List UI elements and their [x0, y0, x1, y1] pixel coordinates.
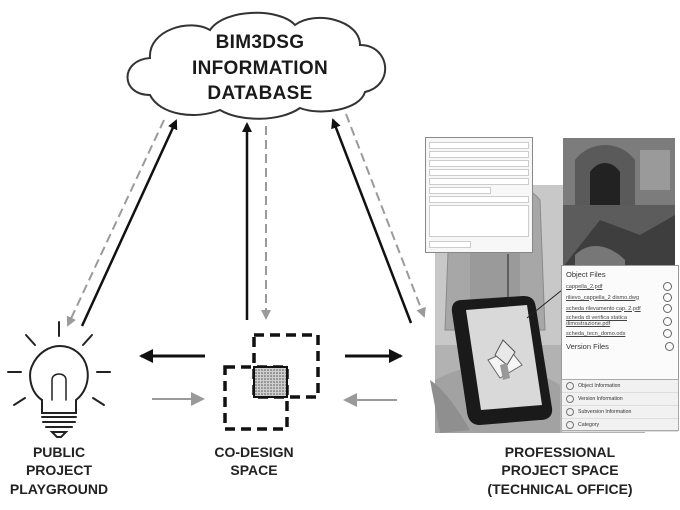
codesign-squares-icon	[223, 333, 320, 431]
cloud-line-1: BIM3DSG	[215, 32, 305, 53]
label-line: PROFESSIONAL	[504, 444, 616, 460]
version-files-title: Version Files	[566, 342, 674, 351]
cloud-shape	[126, 11, 387, 120]
object-files-title: Object Files	[566, 270, 606, 279]
tablet-device	[430, 296, 553, 433]
accordion-item[interactable]: Object Information	[562, 380, 678, 393]
file-link[interactable]: scheda di verifica statica dimostrazione…	[566, 315, 674, 327]
arrow-professional-to-cloud	[331, 118, 413, 324]
accordion-item[interactable]: Version Information	[562, 393, 678, 406]
form-screenshot-panel	[425, 137, 533, 253]
label-line: PROJECT SPACE	[501, 462, 619, 479]
remove-icon[interactable]	[663, 329, 672, 338]
arrow-cloud-to-professional	[345, 113, 426, 318]
file-link[interactable]: rilievo_cappella_2 dismo.dwg	[566, 293, 674, 302]
codesign-space-label: CO-DESIGN SPACE	[196, 443, 312, 480]
label-line: PROJECT	[25, 462, 93, 479]
label-line: PUBLIC	[32, 444, 86, 460]
accordion-item[interactable]: Category	[562, 419, 678, 432]
object-files-panel: Object Files cappella_2.pdf rilievo_capp…	[561, 265, 679, 385]
public-playground-label: PUBLIC PROJECT PLAYGROUND	[0, 443, 118, 498]
label-line: PLAYGROUND	[9, 480, 109, 497]
expand-icon	[566, 382, 574, 390]
accordion-item[interactable]: Subversion Information	[562, 406, 678, 419]
lightbulb-icon	[7, 321, 111, 438]
label-line: CO-DESIGN	[214, 444, 294, 460]
file-link[interactable]: cappella_2.pdf	[566, 282, 674, 291]
cloud-line-3: DATABASE	[207, 83, 313, 105]
arrow-cloud-to-public	[66, 119, 165, 327]
monument-photo	[563, 138, 675, 205]
expand-icon	[566, 408, 574, 416]
info-accordion: Object Information Version Information S…	[561, 379, 679, 432]
leader-line-files	[526, 289, 563, 319]
remove-icon[interactable]	[663, 316, 672, 326]
cloud-line-2: INFORMATION	[192, 57, 328, 79]
expand-icon	[566, 395, 574, 403]
file-link[interactable]: scheda_tecn_domo.ods	[566, 329, 674, 338]
label-line: (TECHNICAL OFFICE)	[487, 480, 633, 497]
remove-icon[interactable]	[663, 293, 672, 302]
database-cloud-label: BIM3DSG INFORMATION DATABASE	[160, 30, 360, 107]
file-link[interactable]: scheda rilevamento cap. 2.pdf	[566, 304, 674, 313]
courtyard-photo	[563, 205, 675, 267]
label-line: SPACE	[230, 462, 278, 479]
professional-space-label: PROFESSIONAL PROJECT SPACE (TECHNICAL OF…	[440, 443, 680, 498]
remove-icon[interactable]	[663, 304, 672, 313]
expand-icon	[566, 421, 574, 429]
arrow-public-to-cloud	[80, 119, 178, 327]
remove-icon[interactable]	[663, 282, 672, 291]
